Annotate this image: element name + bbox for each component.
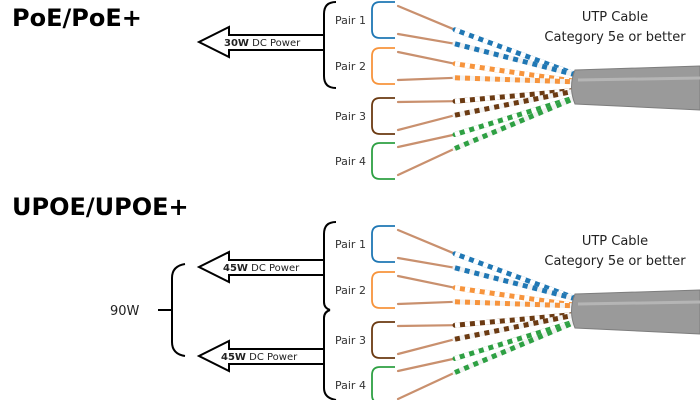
copper-conductor [396,100,457,104]
section-title: UPOE/UPOE+ [12,193,189,221]
pair-bracket [371,47,395,85]
wire-pair: Pair 2 [335,47,583,85]
wire-twist [454,317,581,361]
copper-conductor [396,300,457,306]
wire-pair: Pair 2 [335,271,583,309]
copper-conductor [396,338,457,356]
copper-conductor [396,50,457,65]
pair-bracket [371,142,395,180]
cable-highlight [577,300,700,306]
copper-conductor [396,114,457,132]
pair-label: Pair 3 [335,110,366,123]
cable-highlight [577,76,700,82]
wire-twist [454,93,581,151]
wire-pair: Pair 4 [335,317,583,400]
utp-cable-jacket [571,65,700,111]
utp-cable-jacket [571,289,700,335]
wire-pair: Pair 4 [335,93,583,180]
pair-bracket [371,271,395,309]
cable-label-line2: Category 5e or better [544,30,686,45]
pairs-brace-lower [323,309,337,400]
wire-pair: Pair 3 [335,311,583,359]
wire-pair: Pair 3 [335,87,583,135]
cable-label-line1: UTP Cable [582,234,648,249]
copper-conductor [396,357,457,373]
wire-twist [454,41,581,79]
pair-label: Pair 2 [335,60,366,73]
wire-pair: Pair 1 [335,225,583,303]
wire-twist [454,311,581,342]
copper-conductor [396,133,457,149]
wire-twist [454,285,581,309]
power-arrow-lower: 45W DC Power [196,339,323,373]
pairs-brace [323,1,337,89]
copper-conductor [396,371,457,400]
wire-twist [454,93,581,137]
copper-conductor [396,147,457,177]
copper-conductor [396,4,457,31]
pair-label: Pair 3 [335,334,366,347]
cable-label-line2: Category 5e or better [544,254,686,269]
section-upoe: UPOE/UPOE+ 45W DC Power 45W DC Power 90W… [12,193,700,400]
section-title: PoE/PoE+ [12,4,142,32]
copper-conductor [396,256,457,269]
pair-label: Pair 4 [335,155,366,168]
pair-label: Pair 4 [335,379,366,392]
total-power: 90W [110,304,140,319]
wire-pair: Pair 1 [335,1,583,79]
pair-bracket [371,1,395,39]
wire-twist [454,75,581,85]
wire-twist [454,87,581,118]
pair-bracket [371,97,395,135]
wire-twist [454,265,581,303]
arrow-label: 30W DC Power [224,38,301,49]
copper-conductor [396,32,457,45]
power-arrow-upper: 45W DC Power [196,250,323,284]
copper-conductor [396,228,457,255]
pair-bracket [371,366,395,400]
section-poe: PoE/PoE+ 30W DC Power Pair 1 Pair 2 Pair 3… [12,1,700,180]
wire-twist [454,317,581,375]
pairs-brace-upper [323,221,337,311]
wire-twist [454,61,581,85]
pair-bracket [371,321,395,359]
pair-bracket [371,225,395,263]
pair-label: Pair 2 [335,284,366,297]
wire-twist [454,299,581,309]
copper-conductor [396,324,457,328]
power-arrow: 30W DC Power [196,25,323,59]
arrow-label: 45W DC Power [223,263,300,274]
pair-label: Pair 1 [335,238,366,251]
sum-brace [158,263,186,357]
arrow-label: 45W DC Power [221,352,298,363]
pair-label: Pair 1 [335,14,366,27]
cable-label-line1: UTP Cable [582,10,648,25]
copper-conductor [396,274,457,289]
copper-conductor [396,76,457,82]
